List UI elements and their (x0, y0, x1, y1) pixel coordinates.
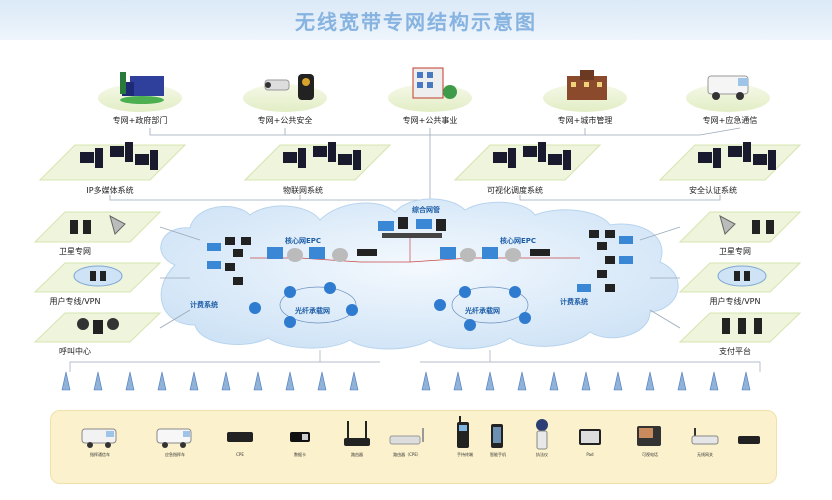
epc-servers-left-icon (265, 243, 385, 265)
terminal-label-6: 路由器（CPE） (393, 452, 421, 457)
payment-servers-icon (712, 312, 772, 338)
sector-label-1: 专网+政府部门 (112, 116, 168, 125)
sector-ground-5 (686, 84, 770, 112)
vpn-cloud-icon (712, 262, 772, 288)
smartphone-icon (490, 423, 504, 449)
sector-label-2: 专网+公共安全 (257, 116, 313, 125)
epc-right-label: 核心网EPC (500, 237, 537, 245)
wireless-gateway-icon (690, 428, 720, 448)
terminal-label-10: Pad (586, 452, 594, 457)
left-label-3: 呼叫中心 (59, 347, 91, 356)
right-label-2: 用户专线/VPN (709, 297, 761, 306)
system-label-3: 可视化调度系统 (487, 186, 543, 195)
billing-left-label: 计费系统 (190, 301, 218, 309)
integrated-gateway-label: 综合网管 (412, 206, 440, 214)
call-center-icon (68, 312, 128, 338)
fiber-left-label: 光纤承载网 (295, 307, 330, 315)
terminal-label-9: 执法仪 (536, 452, 548, 457)
terminal-label-7: 手持终端 (457, 452, 473, 457)
base-station-row (60, 370, 790, 394)
terminal-label-4: 数据卡 (294, 452, 306, 457)
terminal-label-5: 路由器 (351, 452, 363, 457)
tablet-icon (578, 427, 602, 447)
gateway-equipment-icon (376, 215, 466, 241)
right-label-1: 卫星专网 (719, 247, 751, 256)
left-label-1: 卫星专网 (59, 247, 91, 256)
title-bar (0, 0, 832, 40)
satellite-dish-icon (65, 212, 135, 238)
terminal-label-2: 应急指挥车 (165, 452, 185, 457)
fiber-nodes (249, 282, 531, 331)
dispatch-computers-icon (488, 138, 578, 178)
base-station-links (69, 350, 761, 372)
set-top-box-icon (736, 432, 762, 446)
sector-label-3: 专网+公共事业 (402, 116, 458, 125)
terminal-label-3: CPE (236, 452, 244, 457)
epc-equipment-right-icon (575, 228, 635, 298)
sector-label-4: 专网+城市管理 (557, 116, 613, 125)
police-recorder-icon (532, 417, 552, 451)
vpn-cloud-icon (68, 262, 128, 288)
page-title: 无线宽带专网结构示意图 (295, 10, 537, 34)
security-camera-icon (260, 70, 320, 102)
left-plate-1 (33, 211, 162, 243)
terminal-label-8: 智能手机 (490, 452, 506, 457)
command-vehicle-icon (80, 425, 120, 449)
right-label-3: 支付平台 (719, 347, 751, 356)
terminal-label-11: 可视电话 (642, 452, 658, 457)
router-icon (342, 420, 372, 450)
side-links (159, 226, 681, 329)
system-label-1: IP多媒体系统 (86, 186, 134, 195)
epc-servers-right-icon (438, 243, 558, 265)
public-building-icon (405, 64, 460, 104)
terminal-panel (50, 410, 777, 484)
terminal-label-1: 指挥通信车 (90, 452, 110, 457)
right-plate-1 (678, 211, 802, 243)
core-cloud (160, 198, 679, 350)
wifi-router-icon (388, 426, 428, 448)
satellite-dish-icon (712, 212, 782, 238)
security-auth-computers-icon (693, 138, 783, 178)
epc-left-label: 核心网EPC (285, 237, 322, 245)
system-label-2: 物联网系统 (283, 186, 323, 195)
sector-links (109, 127, 741, 205)
billing-right-label: 计费系统 (560, 298, 588, 306)
emergency-van-icon (155, 425, 195, 449)
system-plate-1 (38, 144, 187, 181)
left-label-2: 用户专线/VPN (49, 297, 101, 306)
fiber-right-label: 光纤承载网 (465, 307, 500, 315)
system-label-4: 安全认证系统 (689, 186, 737, 195)
iot-computers-icon (278, 138, 368, 178)
video-phone-icon (636, 424, 662, 448)
fiber-rings (279, 286, 529, 324)
ip-multimedia-computers-icon (75, 138, 165, 178)
terminal-label-12: 无线网关 (697, 452, 713, 457)
sector-label-5: 专网+应急通信 (702, 116, 758, 125)
data-card-icon (288, 428, 312, 446)
handheld-radio-icon (455, 416, 471, 450)
system-plate-4 (658, 144, 802, 181)
ambulance-icon (702, 70, 757, 102)
city-building-icon (562, 68, 612, 104)
cpe-box-icon (225, 428, 255, 446)
government-building-icon (112, 68, 167, 104)
epc-equipment-left-icon (205, 235, 265, 295)
